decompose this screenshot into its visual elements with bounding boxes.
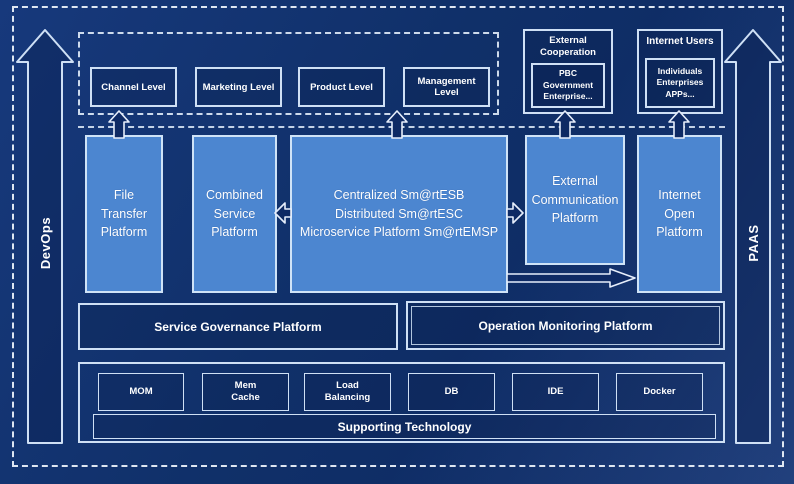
tech-label: IDE xyxy=(547,385,564,397)
internet-users-members: Individuals Enterprises APPs... xyxy=(656,65,704,99)
external-cooperation-box: External Cooperation PBC Government Ente… xyxy=(523,29,613,114)
devops-rail-label: DevOps xyxy=(37,216,53,270)
external-cooperation-members: PBC Government Enterprise... xyxy=(542,68,594,102)
tech-box-mom: MOM xyxy=(98,373,184,411)
tech-box-db: DB xyxy=(408,373,495,411)
up-arrow-icon xyxy=(386,110,408,139)
operation-monitoring-platform-label: Operation Monitoring Platform xyxy=(478,318,653,333)
paas-arrow-icon xyxy=(724,29,782,444)
level-label: Marketing Level xyxy=(202,81,275,93)
external-communication-platform-label: External Communication Platform xyxy=(531,173,619,226)
tech-label: DB xyxy=(444,385,459,397)
level-label: Management Level xyxy=(417,76,476,98)
supporting-technology-bar: Supporting Technology xyxy=(93,414,716,439)
external-cooperation-inner-box: PBC Government Enterprise... xyxy=(531,63,605,108)
up-arrow-icon xyxy=(108,110,130,139)
tech-box-ide: IDE xyxy=(512,373,599,411)
technology-container-box xyxy=(78,362,725,443)
external-cooperation-title: External Cooperation xyxy=(540,35,596,59)
levels-dashed-container xyxy=(78,32,499,115)
up-arrow-icon xyxy=(668,110,690,139)
tech-box-mem-cache: Mem Cache xyxy=(202,373,289,411)
service-governance-platform-label: Service Governance Platform xyxy=(154,319,322,334)
internet-users-title: Internet Users xyxy=(646,36,714,47)
up-arrow-icon xyxy=(554,110,576,139)
internet-open-platform-label: Internet Open Platform xyxy=(656,187,703,240)
level-box-product: Product Level xyxy=(298,67,385,107)
internet-users-box: Internet Users Individuals Enterprises A… xyxy=(637,29,723,114)
tech-box-docker: Docker xyxy=(616,373,703,411)
operation-monitoring-platform-box: Operation Monitoring Platform xyxy=(406,301,725,350)
tech-box-load-balancing: Load Balancing xyxy=(304,373,391,411)
file-transfer-platform-label: File Transfer Platform xyxy=(100,187,148,240)
tech-label: Load Balancing xyxy=(324,379,371,403)
right-arrow-icon xyxy=(506,202,524,224)
external-communication-platform-box: External Communication Platform xyxy=(525,135,625,265)
level-label: Channel Level xyxy=(101,81,166,93)
combined-service-platform-label: Combined Service Platform xyxy=(206,187,263,240)
level-label: Product Level xyxy=(310,81,373,93)
devops-arrow-icon xyxy=(16,29,74,444)
level-box-marketing: Marketing Level xyxy=(195,67,282,107)
tech-label: Docker xyxy=(643,385,676,397)
esb-suite-box: Centralized Sm@rtESB Distributed Sm@rtES… xyxy=(290,135,508,293)
service-governance-platform-box: Service Governance Platform xyxy=(78,303,398,350)
supporting-technology-label: Supporting Technology xyxy=(337,419,472,434)
level-box-channel: Channel Level xyxy=(90,67,177,107)
internet-users-inner-box: Individuals Enterprises APPs... xyxy=(645,58,715,108)
outer-dashed-frame xyxy=(12,6,784,467)
flow-arrow-icon xyxy=(507,268,636,288)
internet-open-platform-box: Internet Open Platform xyxy=(637,135,722,293)
esb-suite-label: Centralized Sm@rtESB Distributed Sm@rtES… xyxy=(299,187,499,240)
file-transfer-platform-box: File Transfer Platform xyxy=(85,135,163,293)
tech-label: Mem Cache xyxy=(231,379,260,403)
paas-rail-label: PAAS xyxy=(745,224,761,262)
tech-label: MOM xyxy=(129,385,153,397)
level-box-management: Management Level xyxy=(403,67,490,107)
combined-service-platform-box: Combined Service Platform xyxy=(192,135,277,293)
left-arrow-icon xyxy=(274,202,292,224)
